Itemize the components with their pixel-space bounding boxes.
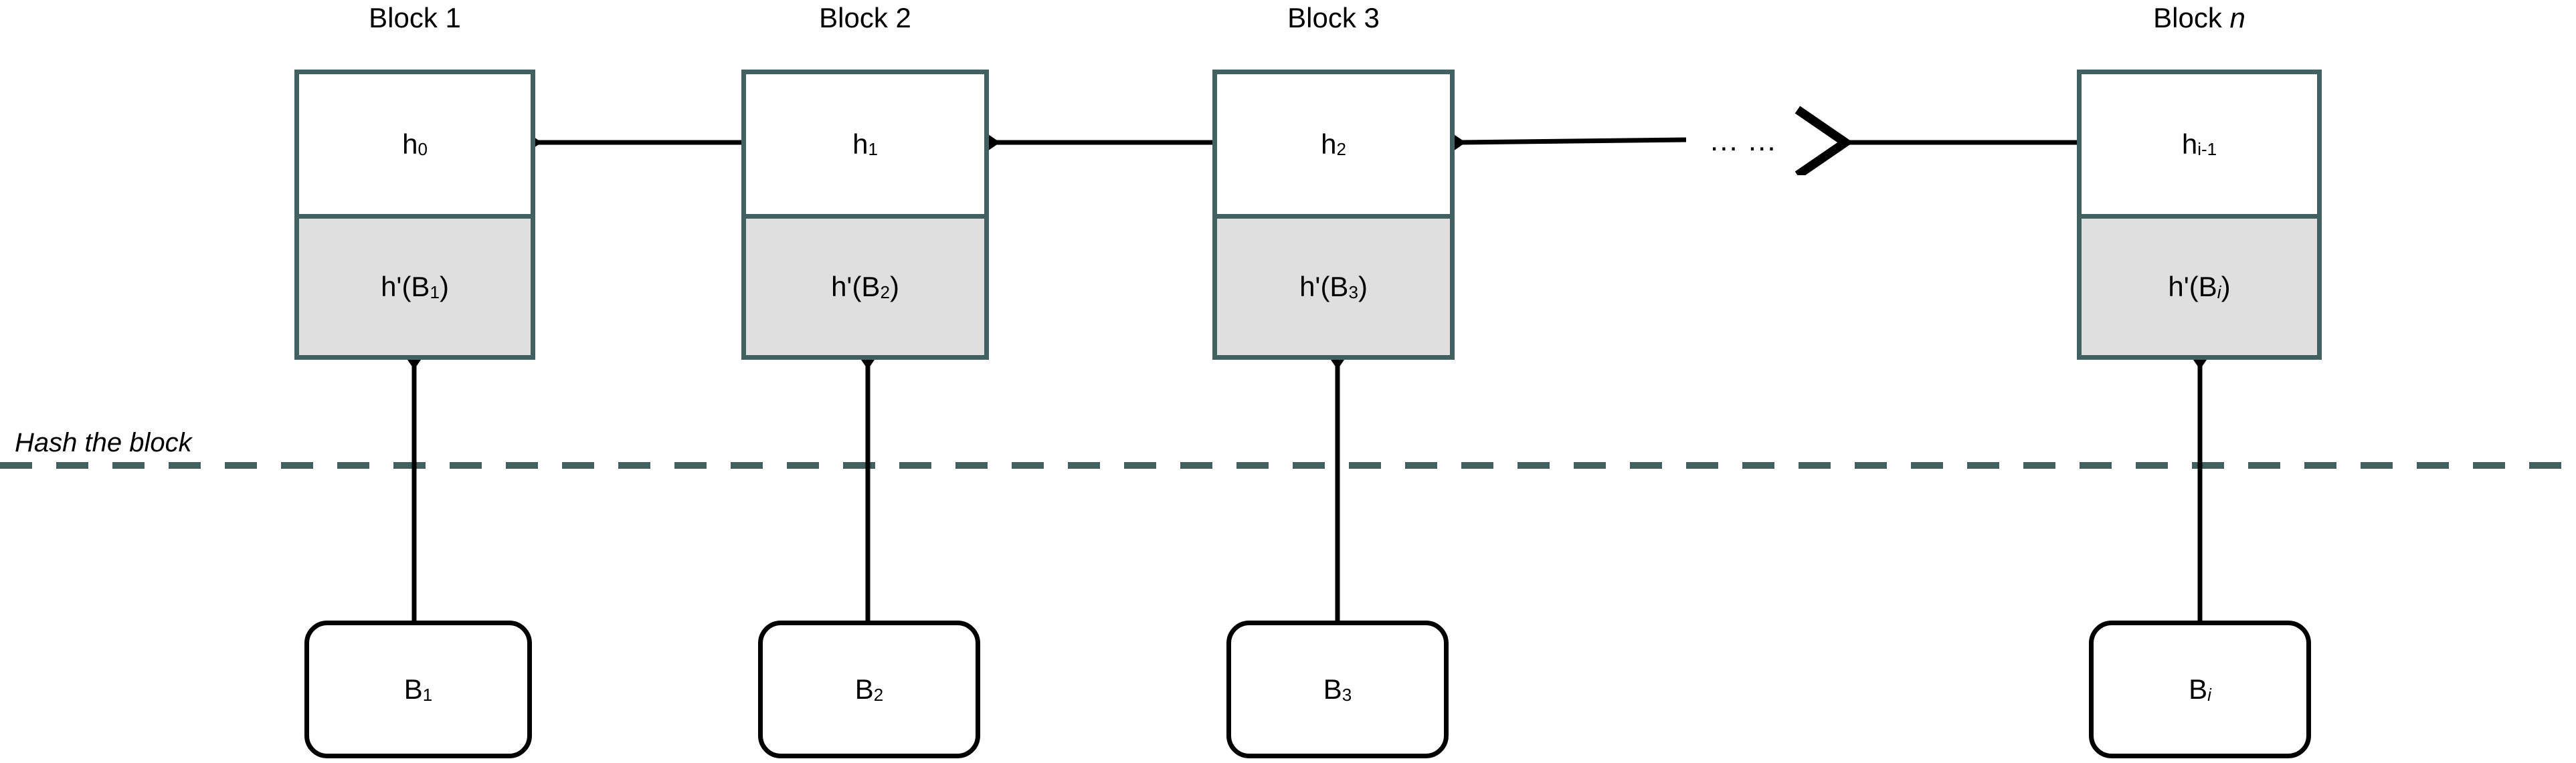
data-block-3-sub: 3	[1342, 684, 1352, 705]
data-block-1-base: B	[403, 673, 423, 705]
chain-block-2-prev-hash-base: h	[852, 128, 868, 160]
chain-block-1-self-hash-base: h'(B	[381, 271, 430, 303]
chain-ellipsis: ... ...	[1710, 124, 1777, 158]
chain-block-n-prev-hash-sub: i-1	[2197, 139, 2217, 160]
data-block-2-sub: 2	[873, 684, 884, 705]
chain-block-1-self-hash-sub: 1	[430, 282, 440, 302]
hash-separator-caption: Hash the block	[15, 428, 192, 458]
chain-block-n-self-hash-tail: )	[2221, 271, 2231, 303]
chain-block-3-prev-hash-base: h	[1321, 128, 1337, 160]
block-title-2: Block 2	[741, 4, 989, 32]
block-title-1: Block 1	[294, 4, 535, 32]
data-block-i-base: B	[2189, 673, 2208, 705]
data-block-i-sub: i	[2207, 684, 2211, 705]
block-title-2-text: Block 2	[819, 2, 911, 33]
chain-block-2-self-hash-base: h'(B	[831, 271, 881, 303]
block-title-n-index: n	[2229, 2, 2245, 33]
block-title-3: Block 3	[1212, 4, 1455, 32]
chain-block-n-self-hash-sub: i	[2217, 282, 2221, 302]
chain-block-3-self-hash-tail: )	[1358, 271, 1368, 303]
data-block-3-base: B	[1323, 673, 1342, 705]
block-title-n-prefix: Block	[2153, 2, 2230, 33]
chain-block-2-self-hash-sub: 2	[880, 282, 890, 302]
chain-block-n-self-hash-base: h'(B	[2168, 271, 2217, 303]
block-title-n: Block n	[2077, 4, 2322, 32]
data-block-2-base: B	[854, 673, 874, 705]
chain-ellipsis-text: ... ...	[1710, 124, 1777, 157]
chain-block-1-prev-hash-sub: 0	[418, 139, 428, 160]
chain-block-3-self-hash-sub: 3	[1348, 282, 1358, 302]
block-title-3-text: Block 3	[1287, 2, 1380, 33]
chain-arrow-gap-to-3	[1459, 140, 1687, 142]
chain-block-1-self-hash-tail: )	[439, 271, 449, 303]
chain-block-3-prev-hash-sub: 2	[1336, 139, 1346, 160]
block-title-1-text: Block 1	[369, 2, 461, 33]
chain-block-2-prev-hash-sub: 1	[868, 139, 878, 160]
hash-separator-caption-text: Hash the block	[15, 428, 192, 457]
chain-block-2-self-hash-tail: )	[889, 271, 899, 303]
chain-block-3-self-hash-base: h'(B	[1299, 271, 1349, 303]
chain-block-n-prev-hash-base: h	[2181, 128, 2198, 160]
chain-block-1-prev-hash-base: h	[402, 128, 418, 160]
data-block-1-sub: 1	[422, 684, 433, 705]
